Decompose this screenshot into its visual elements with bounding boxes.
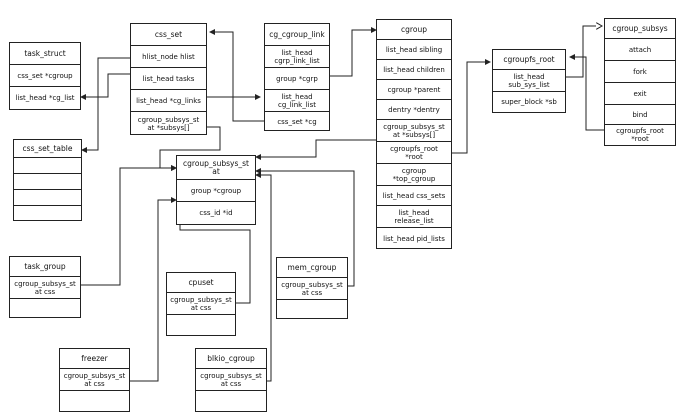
css-set-table-slot [14,174,81,190]
connector-tasks-to-cglist [80,73,130,100]
cgroup-field-pid-lists: list_head pid_lists [383,235,445,243]
cg-cgroup-link-field-cg: css_set *cg [277,118,317,126]
cgroup-subsys-field-root: cgroupfs_root *root [616,127,664,143]
css-set-field-subsys: cgroup_subsys_st at *subsys[] [137,116,200,132]
cgroup-subsys-field-fork: fork [605,61,675,83]
cgroup-subsys-state-field-cgroup: group *cgroup [177,180,255,202]
blkio-cgroup-box: blkio_cgroup cgroup_subsys_st at css [195,348,267,412]
cgroup-field-release-list: list_head release_list [377,206,451,228]
task-group-field-css: cgroup_subsys_st at css [10,277,80,299]
cgroupfs-root-box: cgroupfs_root list_head sub_sys_list sup… [492,49,566,113]
mem-cgroup-field-css: cgroup_subsys_st at css [277,278,347,300]
connector-subsyslist-to-subsys [566,26,602,78]
mem-cgroup-title: mem_cgroup [277,258,347,278]
cpuset-box: cpuset cgroup_subsys_st at css [166,272,236,336]
cpuset-title: cpuset [167,273,235,293]
cgroupfs-root-title: cgroupfs_root [493,50,565,70]
cgroup-field-css-sets: list_head css_sets [377,186,451,206]
blkio-cgroup-field-empty [196,391,266,411]
cg-cgroup-link-title: cg_cgroup_link [265,24,329,46]
freezer-field-empty [60,391,129,411]
css-set-box: css_set hlist_node hlist list_head tasks… [130,23,207,135]
connector-cgroup-subsys-to-css [255,139,376,160]
css-set-field-cglinks: list_head *cg_links [131,90,206,112]
cg-cgroup-link-field-cgrp: group *cgrp [265,68,329,90]
freezer-title: freezer [60,349,129,369]
task-struct-field-cgroup: css_set *cgroup [10,65,80,87]
mem-cgroup-field-empty [277,300,347,318]
task-group-box: task_group cgroup_subsys_st at css [9,256,81,318]
connector-cgrp-to-cgroup [330,27,377,77]
cgroup-subsys-title: cgroup_subsys [605,19,675,39]
cgroup-subsys-field-exit: exit [605,83,675,105]
blkio-cgroup-title: blkio_cgroup [196,349,266,369]
css-set-field-tasks: list_head tasks [131,68,206,90]
cgroup-field-sibling: list_head sibling [377,40,451,60]
connector-taskgroup-to-css [81,165,177,286]
css-set-title: css_set [131,24,206,46]
freezer-box: freezer cgroup_subsys_st at css [59,348,130,412]
connector-subsysroot-to-cgroupfs [569,54,604,131]
task-group-title: task_group [10,257,80,277]
freezer-field-css: cgroup_subsys_st at css [60,369,129,391]
cgroup-box: cgroup list_head sibling list_head child… [376,19,452,249]
cgroup-subsys-field-bind: bind [605,105,675,125]
css-set-table-slot [14,190,81,206]
task-struct-box: task_struct css_set *cgroup list_head *c… [9,42,81,110]
cgroupfs-root-field-sub-sys-list: list_head sub_sys_list [493,70,565,92]
cgroup-field-children: list_head children [377,60,451,80]
css-set-field-hlist: hlist_node hlist [131,46,206,68]
cpuset-field-empty [167,315,235,335]
cgroup-subsys-field-attach: attach [605,39,675,61]
task-group-field-empty [10,299,80,317]
cg-cgroup-link-field-cgrp-link-list: list_head cgrp_link_list [265,46,329,68]
cgroup-field-subsys: cgroup_subsys_st at *subsys[] [377,120,451,142]
mem-cgroup-box: mem_cgroup cgroup_subsys_st at css [276,257,348,319]
cpuset-field-css: cgroup_subsys_st at css [167,293,235,315]
blkio-cgroup-field-css: cgroup_subsys_st at css [196,369,266,391]
cgroup-subsys-box: cgroup_subsys attach fork exit bind cgro… [604,18,676,146]
cgroup-field-parent: cgroup *parent [377,80,451,100]
task-struct-field-cglist: list_head *cg_list [15,94,75,102]
cg-cgroup-link-box: cg_cgroup_link list_head cgrp_link_list … [264,23,330,131]
css-set-table-box: css_set_table [13,139,82,221]
cgroup-field-top-cgroup: cgroup *top_cgroup [377,164,451,186]
cgroup-subsys-state-box: cgroup_subsys_st at group *cgroup css_id… [176,155,256,225]
connector-hlist-to-table [81,57,130,153]
cgroup-field-root: cgroupfs_root *root [377,142,451,164]
connector-root-to-cgroupfs [452,59,491,154]
task-struct-title: task_struct [10,43,80,65]
cgroup-title: cgroup [377,20,451,40]
connector-cg-to-cssset [209,29,264,122]
css-set-table-slot [14,206,81,220]
cg-cgroup-link-field-cg-link-list: list_head cg_link_list [265,90,329,112]
css-set-table-slot [14,158,81,174]
cgroup-subsys-state-title: cgroup_subsys_st at [177,156,255,180]
cgroup-field-dentry: dentry *dentry [377,100,451,120]
cgroupfs-root-field-sb: super_block *sb [501,98,557,106]
cgroup-subsys-state-field-id: css_id *id [199,209,233,217]
css-set-table-title: css_set_table [14,140,81,158]
